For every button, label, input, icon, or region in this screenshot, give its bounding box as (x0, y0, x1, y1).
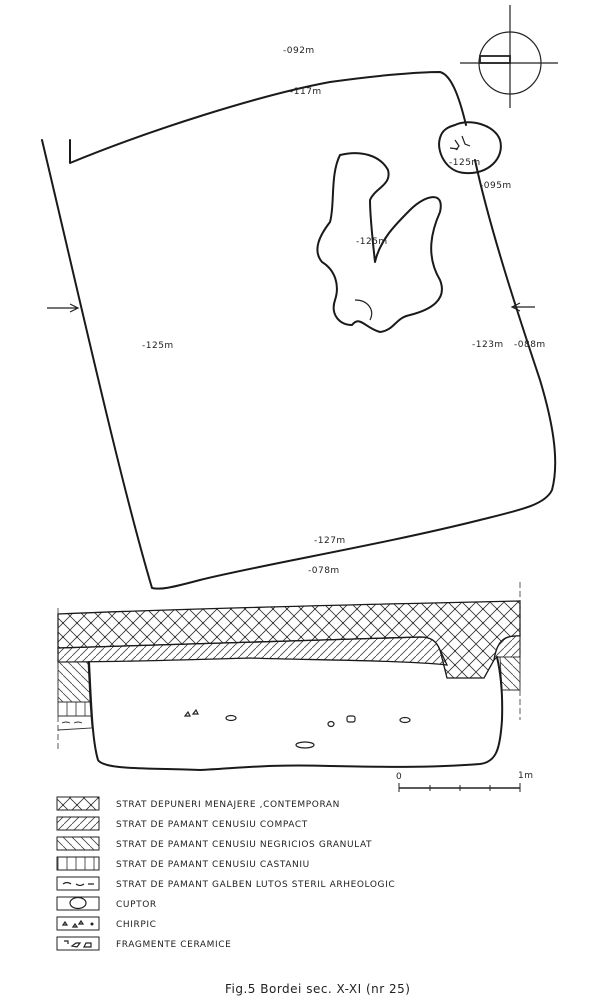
layer-compact-right (493, 635, 521, 662)
legend-label: STRAT DE PAMANT GALBEN LUTOS STERIL ARHE… (116, 880, 395, 890)
elevation-label: -117m (290, 87, 322, 97)
legend-item-granular: STRAT DE PAMANT CENUSIU NEGRICIOS GRANUL… (56, 836, 372, 851)
scale-end-label: 1m (518, 771, 534, 781)
legend-label: STRAT DE PAMANT CENUSIU CASTANIU (116, 860, 310, 870)
layer-sterile-left (57, 715, 93, 731)
elevation-label: -078m (308, 566, 340, 576)
section-arrow-right (510, 302, 535, 312)
ceramic-fragments (225, 714, 411, 749)
layer-compact (57, 636, 449, 666)
elevation-label: -127m (314, 536, 346, 546)
legend-label: STRAT DE PAMANT CENUSIU COMPACT (116, 820, 308, 830)
dwelling-outline (41, 71, 557, 590)
elevation-label: -088m (514, 340, 546, 350)
layer-crosshatch (57, 600, 521, 679)
north-sign-icon (460, 5, 558, 108)
legend-item-crosshatch: STRAT DEPUNERI MENAJERE ,CONTEMPORAN (56, 796, 340, 811)
oven-symbol (449, 135, 471, 151)
legend-item-daub: CHIRPIC (56, 916, 157, 931)
legend-label: FRAGMENTE CERAMICE (116, 940, 231, 950)
layer-brown-left (57, 701, 92, 717)
scale-bar: 0 1m (396, 771, 534, 792)
elevation-label: -125m (356, 237, 388, 247)
scale-start-label: 0 (396, 772, 402, 782)
plan-view: -092m -117m -125m -095m -125m -125m -123… (41, 5, 558, 590)
layer-granular-left (57, 661, 91, 703)
legend-item-sterile: STRAT DE PAMANT GALBEN LUTOS STERIL ARHE… (56, 876, 395, 891)
legend-item-sherds: FRAGMENTE CERAMICE (56, 936, 231, 951)
section-view: 0 1m (57, 582, 534, 792)
layer-granular-right (499, 656, 521, 691)
legend-label: STRAT DE PAMANT CENUSIU NEGRICIOS GRANUL… (116, 840, 372, 850)
figure-caption: Fig.5 Bordei sec. X-XI (nr 25) (225, 982, 410, 996)
legend-item-oven: CUPTOR (56, 896, 157, 911)
legend-item-compact: STRAT DE PAMANT CENUSIU COMPACT (56, 816, 308, 831)
inner-pit-line (354, 299, 373, 321)
elevation-label: -123m (472, 340, 504, 350)
legend-label: CUPTOR (116, 900, 157, 910)
section-arrow-left (47, 303, 80, 313)
elevation-label: -095m (480, 181, 512, 191)
legend: STRAT DEPUNERI MENAJERE ,CONTEMPORAN STR… (56, 796, 395, 951)
oven-outline (438, 121, 502, 175)
legend-label: CHIRPIC (116, 920, 157, 930)
central-pit-outline (316, 152, 443, 333)
legend-item-brown: STRAT DE PAMANT CENUSIU CASTANIU (56, 856, 310, 871)
legend-label: STRAT DEPUNERI MENAJERE ,CONTEMPORAN (116, 800, 340, 810)
pit-outline (88, 656, 504, 771)
elevation-label: -125m (449, 158, 481, 168)
elevation-label: -092m (283, 46, 315, 56)
daub-fragments (183, 708, 199, 717)
elevation-label: -125m (142, 341, 174, 351)
